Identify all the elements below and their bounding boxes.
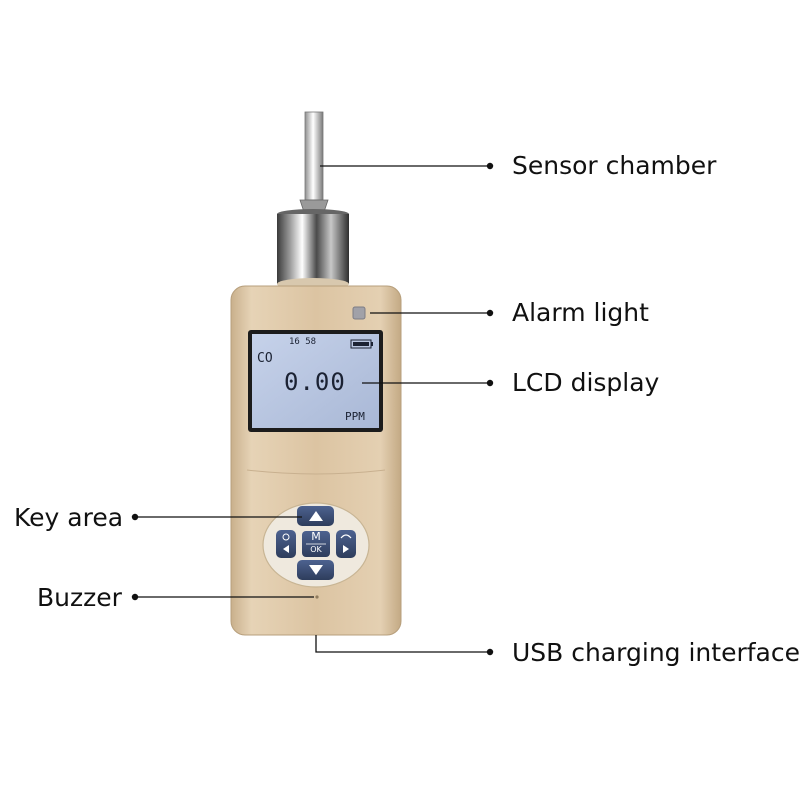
lcd-display-dot <box>486 379 494 387</box>
leader-dots <box>131 162 494 656</box>
lcd-unit: PPM <box>345 410 365 423</box>
lcd-time: 16 58 <box>289 337 317 347</box>
back-icon <box>340 534 352 539</box>
sensor-chamber-dot <box>486 162 494 170</box>
battery-level <box>353 342 369 346</box>
label-alarm-light: Alarm light <box>512 298 649 327</box>
label-usb-charging-interface: USB charging interface <box>512 638 800 667</box>
buzzer-dot <box>131 593 139 601</box>
label-lcd-display: LCD display <box>512 368 660 397</box>
alarm-light <box>352 306 366 320</box>
battery-tip <box>371 342 373 346</box>
lcd-screen <box>252 334 379 428</box>
key-area-dot <box>131 513 139 521</box>
arrow-down-icon <box>309 565 323 575</box>
label-sensor-chamber: Sensor chamber <box>512 151 717 180</box>
usb-interface-dot <box>486 648 494 656</box>
usb-interface-leader <box>315 635 490 653</box>
power-icon <box>282 533 290 541</box>
buzzer-hole <box>315 595 319 599</box>
body-waist-line <box>246 469 386 475</box>
alarm-light-dot <box>486 309 494 317</box>
label-buzzer: Buzzer <box>37 583 122 612</box>
lcd-gas-name: CO <box>257 351 273 366</box>
back-right-button[interactable] <box>336 530 356 558</box>
lcd-reading: 0.00 <box>284 368 346 396</box>
ok-key-label: OK <box>310 545 322 554</box>
leader-lines <box>135 165 490 653</box>
arrow-left-icon <box>283 545 289 553</box>
sensor-chamber <box>277 214 349 284</box>
label-key-area: Key area <box>14 503 124 532</box>
arrow-up-icon <box>309 511 323 521</box>
power-left-button[interactable] <box>276 530 296 558</box>
arrow-right-icon <box>343 545 349 553</box>
menu-key-label: M <box>311 530 321 543</box>
sensor-probe-tube <box>304 111 324 201</box>
